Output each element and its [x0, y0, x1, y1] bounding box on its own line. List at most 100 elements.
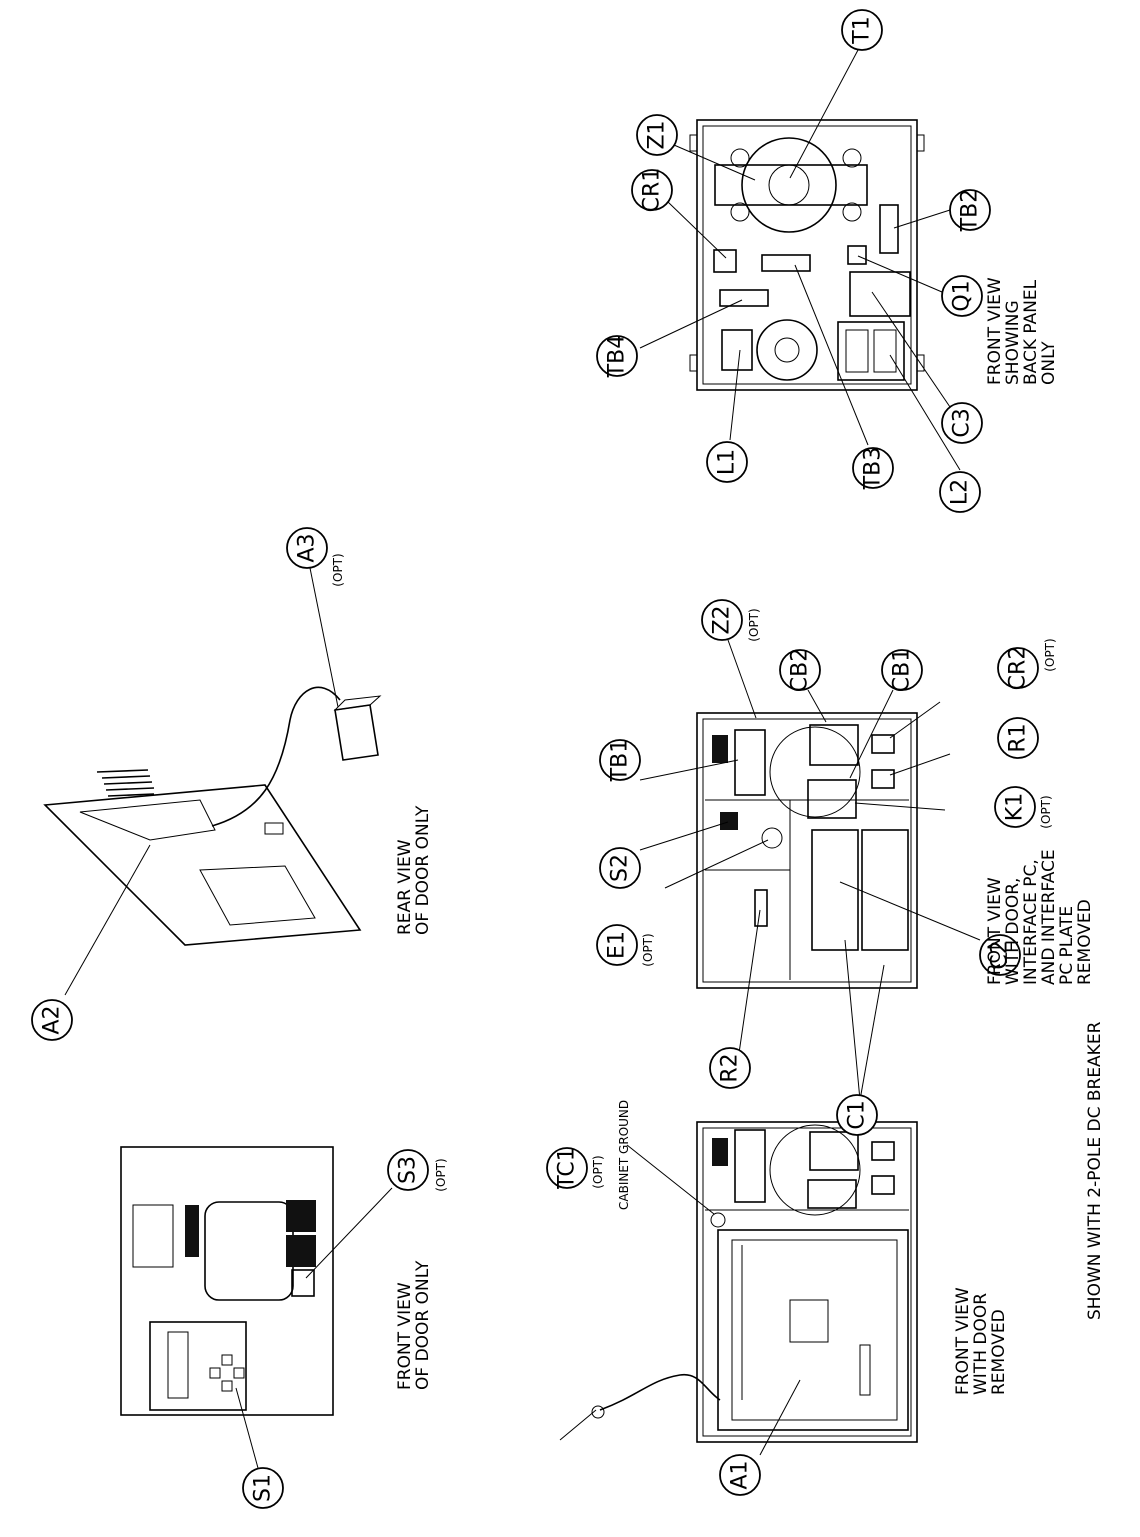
- callout-cr1: CR1: [631, 168, 673, 213]
- svg-text:TB4: TB4: [605, 335, 630, 379]
- resistor-r2: [754, 889, 768, 927]
- svg-text:S1: S1: [251, 1474, 276, 1502]
- callout-s2: S2: [599, 847, 641, 889]
- callout-z2: Z2: [701, 599, 743, 641]
- svg-text:C1: C1: [845, 1100, 870, 1129]
- capacitor-c1: [861, 829, 909, 951]
- svg-text:CB1: CB1: [890, 648, 915, 692]
- breaker-cb2: [809, 724, 859, 766]
- svg-text:C3: C3: [950, 408, 975, 437]
- callout-tb3: TB3: [852, 447, 894, 491]
- device-q1: [847, 245, 867, 265]
- front-door-view: [120, 1146, 334, 1416]
- z2-opt-label: (OPT): [747, 608, 761, 641]
- svg-text:R2: R2: [718, 1053, 743, 1082]
- transformer-t1: [714, 137, 868, 233]
- svg-text:Z1: Z1: [645, 120, 670, 149]
- svg-text:C2: C2: [988, 940, 1013, 969]
- svg-text:TB2: TB2: [958, 189, 983, 233]
- callout-r1: R1: [997, 717, 1039, 759]
- svg-text:L2: L2: [948, 479, 973, 505]
- svg-text:E1: E1: [605, 931, 630, 959]
- svg-text:Q1: Q1: [950, 280, 975, 311]
- svg-text:TB1: TB1: [608, 739, 633, 783]
- callout-tb2: TB2: [949, 189, 991, 233]
- svg-text:S3: S3: [396, 1156, 421, 1184]
- svg-text:CR1: CR1: [640, 168, 665, 213]
- back-panel-view: [689, 119, 925, 391]
- relay-cr2: [871, 734, 895, 754]
- note-door-removed: FRONT VIEW WITH DOOR REMOVED: [953, 1282, 1009, 1395]
- k1-opt-label: (OPT): [1039, 795, 1053, 828]
- callout-e1: E1: [596, 924, 638, 966]
- leaders-interior: [639, 639, 981, 1101]
- callout-tb1: TB1: [599, 739, 641, 783]
- note-back-panel: FRONT VIEW SHOWING BACK PANEL ONLY: [985, 272, 1059, 385]
- terminal-block-tb4: [719, 289, 769, 307]
- callout-k1: K1: [994, 786, 1036, 828]
- interior-view: [696, 712, 918, 989]
- svg-text:CB2: CB2: [788, 648, 813, 692]
- svg-text:R1: R1: [1006, 723, 1031, 752]
- callout-l2: L2: [939, 471, 981, 513]
- callout-c3: C3: [941, 402, 983, 444]
- terminal-block-tb1: [734, 729, 766, 796]
- svg-text:A3: A3: [295, 533, 320, 562]
- door-removed-view: [591, 1121, 918, 1443]
- leaders-door-removed: [559, 1144, 801, 1456]
- leaders-rear-door: [64, 567, 339, 996]
- callout-tc1: TC1: [546, 1147, 588, 1190]
- callout-l1: L1: [706, 441, 748, 483]
- leaders-back-panel: [639, 49, 961, 471]
- terminal-block-tb2: [879, 204, 899, 254]
- callout-a1: A1: [719, 1454, 761, 1496]
- relay-cr1: [713, 249, 737, 273]
- svg-text:A1: A1: [728, 1460, 753, 1489]
- svg-text:L1: L1: [715, 449, 740, 475]
- e1-opt-label: (OPT): [641, 933, 655, 966]
- inductor-l2: [837, 321, 905, 381]
- note-breaker: SHOWN WITH 2-POLE DC BREAKER: [1085, 1021, 1105, 1320]
- ground-e1: [761, 827, 783, 849]
- callout-a2: A2: [31, 999, 73, 1041]
- svg-text:S2: S2: [608, 854, 633, 882]
- terminal-block-tb3: [761, 254, 811, 272]
- leaders-front-door: [235, 1187, 393, 1469]
- callout-s1: S1: [242, 1467, 284, 1509]
- interface-board-a1: [717, 1229, 909, 1431]
- switch-s3: [291, 1269, 315, 1297]
- tc1-opt-label: (OPT): [591, 1155, 605, 1188]
- svg-text:Z2: Z2: [710, 605, 735, 634]
- callout-a3: A3: [286, 527, 328, 569]
- svg-text:A2: A2: [40, 1005, 65, 1034]
- s3-opt-label: (OPT): [434, 1158, 448, 1191]
- callout-c1: C1: [836, 1094, 878, 1136]
- callout-cb2: CB2: [779, 648, 821, 692]
- note-front-door: FRONT VIEW OF DOOR ONLY: [395, 1260, 433, 1390]
- callout-r2: R2: [709, 1047, 751, 1089]
- svg-text:CR2: CR2: [1006, 646, 1031, 691]
- svg-text:TB3: TB3: [861, 447, 886, 491]
- callout-z1: Z1: [636, 114, 678, 156]
- inductor-l1: [721, 319, 818, 381]
- callout-c2: C2: [979, 934, 1021, 976]
- callout-t1: T1: [841, 9, 883, 51]
- resistor-r1: [871, 769, 895, 789]
- callout-cb1: CB1: [881, 648, 923, 692]
- callout-s3: S3: [387, 1149, 429, 1191]
- svg-text:K1: K1: [1003, 793, 1028, 821]
- cr2-opt-label: (OPT): [1043, 638, 1057, 671]
- note-door-interface-removed: FRONT VIEW WITH DOOR, INTERFACE PC, AND …: [985, 844, 1095, 985]
- a3-opt-label: (OPT): [331, 553, 345, 586]
- capacitor-c3: [849, 271, 911, 317]
- callout-tb4: TB4: [596, 335, 638, 379]
- svg-text:TC1: TC1: [555, 1147, 580, 1190]
- keypad-s1: [149, 1321, 247, 1411]
- svg-text:T1: T1: [850, 16, 875, 44]
- note-cabinet-ground: CABINET GROUND: [617, 1100, 631, 1210]
- note-rear-door: REAR VIEW OF DOOR ONLY: [395, 805, 433, 935]
- rear-door-view: [43, 686, 382, 946]
- capacitor-c2: [811, 829, 859, 951]
- callout-cr2: CR2: [997, 646, 1039, 691]
